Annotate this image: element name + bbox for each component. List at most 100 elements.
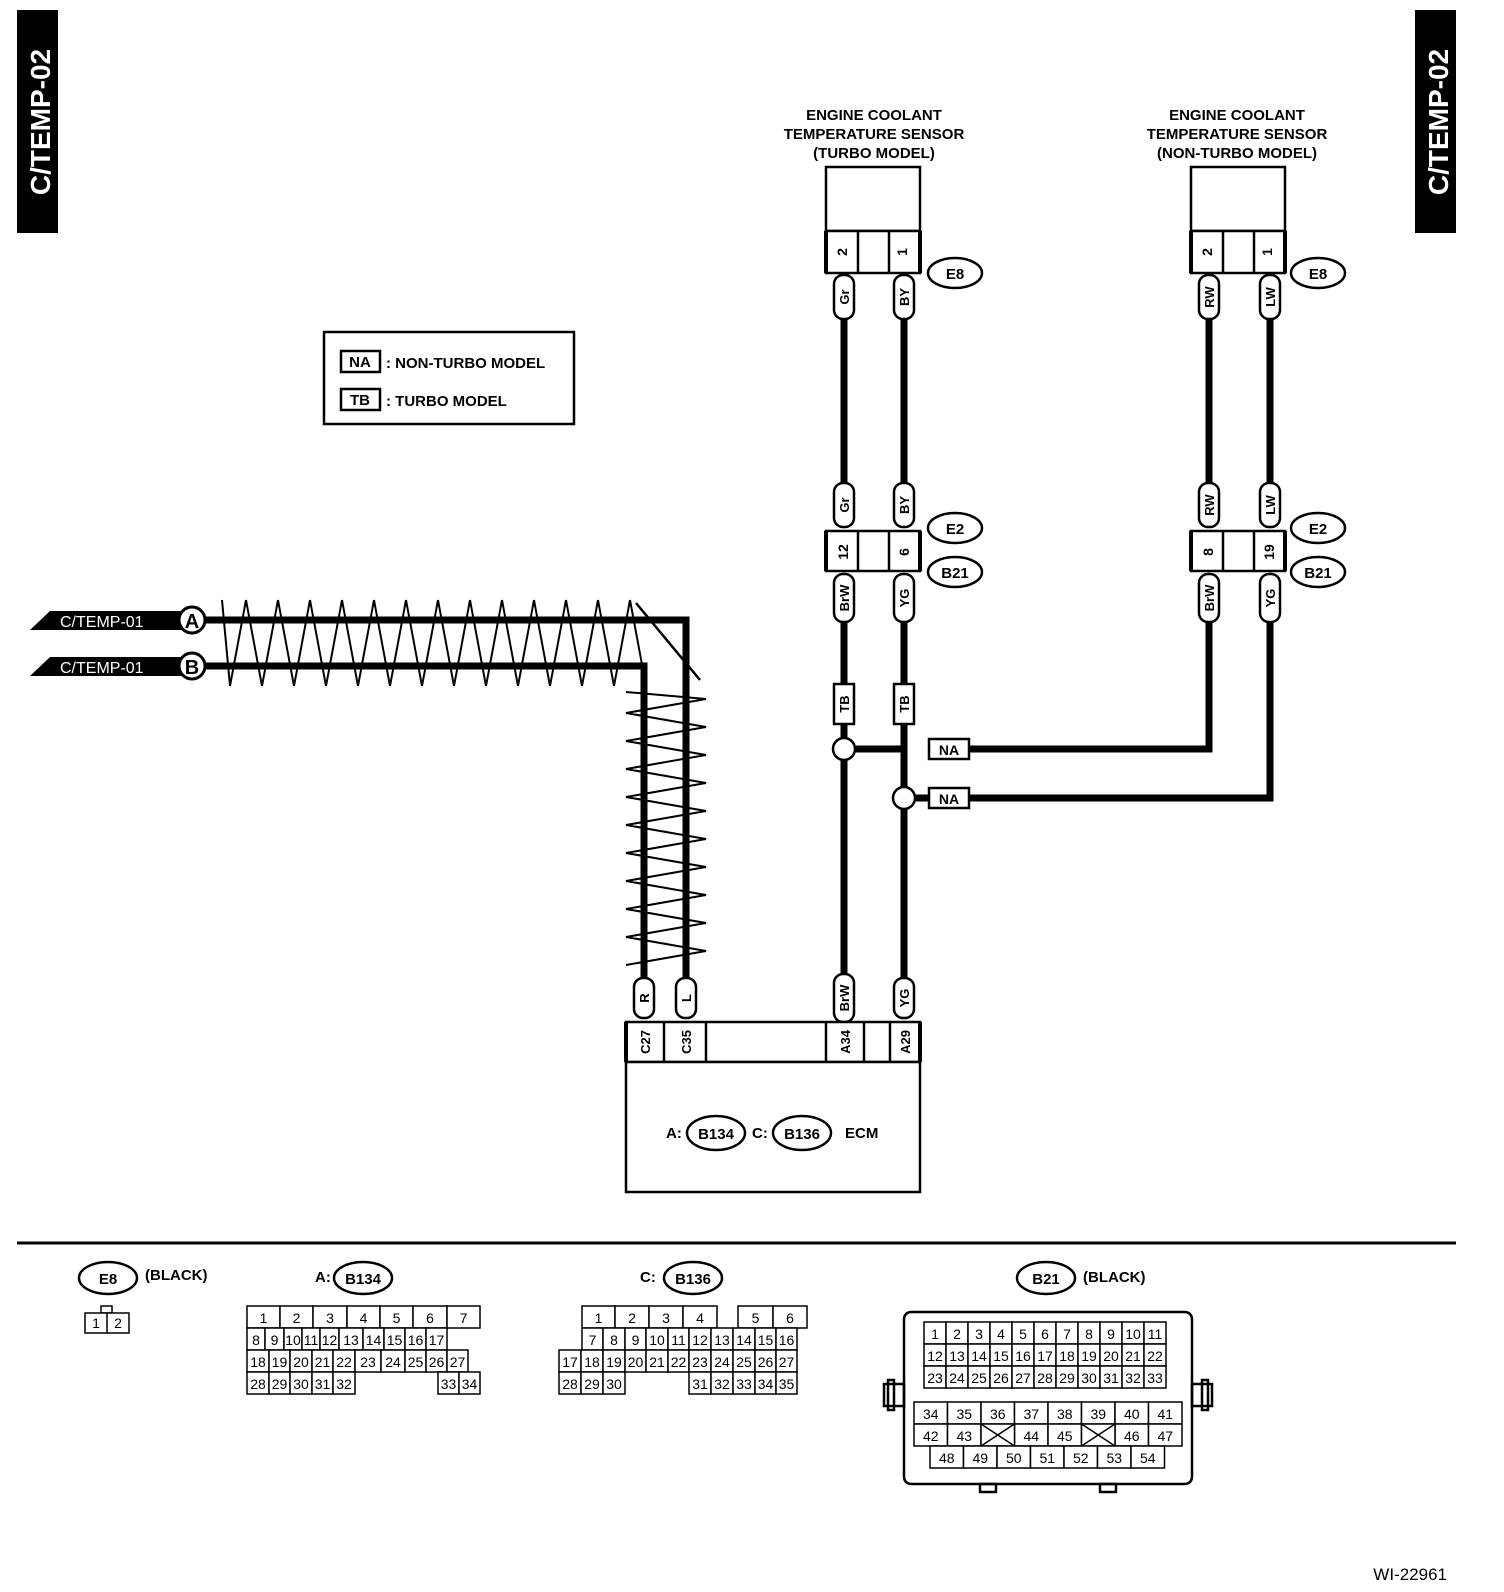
b21-pin-label: 29 (1059, 1370, 1075, 1386)
b134-pin-label: 24 (385, 1354, 401, 1370)
b134-pin-label: 11 (304, 1332, 319, 1348)
b134-pin-label: 15 (387, 1332, 403, 1348)
twist-line (221, 599, 647, 687)
side-tab-right-label: C/TEMP-02 (1423, 49, 1454, 195)
joint-nonturbo-upper: E2 (1309, 521, 1327, 538)
joint-turbo-pin: 12 (835, 544, 851, 560)
b134-view-id: B134 (345, 1271, 382, 1288)
b21-pin-label: 7 (1063, 1326, 1071, 1342)
b136-pin-label: 13 (714, 1332, 730, 1348)
offpage-a-letter: A (185, 611, 199, 633)
b136-pin-label: 22 (671, 1354, 687, 1370)
sensor-nonturbo-title-2: TEMPERATURE SENSOR (1147, 126, 1328, 143)
b134-pin-label: 23 (360, 1354, 376, 1370)
b21-pin-label: 48 (939, 1450, 955, 1466)
b134-pin-label: 17 (429, 1332, 445, 1348)
sensor-nonturbo: ENGINE COOLANT TEMPERATURE SENSOR (NON-T… (1147, 107, 1347, 290)
b136-pin-label: 31 (692, 1376, 708, 1392)
b21-pin-label: 52 (1073, 1450, 1089, 1466)
b21-pin-label: 43 (956, 1428, 972, 1444)
b136-pin-label: 8 (610, 1332, 618, 1348)
b136-pin-label: 28 (562, 1376, 578, 1392)
b134-pin-label: 12 (322, 1332, 338, 1348)
joint-turbo-upper: E2 (946, 521, 964, 538)
b134-pin-label: 29 (272, 1376, 288, 1392)
b134-pin-cell (332, 1371, 356, 1395)
b21-pin-label: 39 (1090, 1406, 1106, 1422)
wire-tag: YG (1263, 589, 1278, 608)
b21-pin-label: 5 (1019, 1326, 1027, 1342)
b134-pin-label: 33 (441, 1376, 457, 1392)
figure-id: WI-22961 (1373, 1565, 1447, 1584)
b136-pin-label: 33 (736, 1376, 752, 1392)
b21-pin-label: 25 (971, 1370, 987, 1386)
b21-pin-label: 1 (931, 1326, 939, 1342)
sensor-nonturbo-pin-1: 1 (1259, 248, 1275, 256)
ecm-pin: C27 (638, 1030, 653, 1054)
b136-pin-label: 15 (758, 1332, 774, 1348)
wire-tag: L (679, 994, 694, 1002)
b136-pin-label: 29 (584, 1376, 600, 1392)
b21-pin-label: 34 (923, 1406, 939, 1422)
wire-tag: BrW (837, 984, 852, 1011)
side-tab-left-label: C/TEMP-02 (25, 49, 56, 195)
b21-view-color: (BLACK) (1083, 1269, 1145, 1286)
b136-pin-label: 3 (662, 1310, 670, 1326)
b21-pin-label: 23 (927, 1370, 943, 1386)
side-tab-right: C/TEMP-02 (1415, 10, 1456, 233)
ecm-label-a: A: (666, 1125, 682, 1142)
b21-pin-label: 13 (949, 1348, 965, 1364)
b134-pin-label: 2 (293, 1310, 301, 1326)
b134-pin-label: 8 (252, 1332, 260, 1348)
tb-tag: TB (837, 695, 852, 712)
b134-pin-label: 22 (336, 1354, 352, 1370)
b21-pin-label: 42 (923, 1428, 939, 1444)
e8-view-pin: 1 (92, 1315, 100, 1331)
b21-pin-label: 37 (1023, 1406, 1039, 1422)
b21-pin-label: 24 (949, 1370, 965, 1386)
side-tab-left: C/TEMP-02 (17, 10, 58, 233)
wire-tag: YG (897, 589, 912, 608)
b21-pin-label: 32 (1125, 1370, 1141, 1386)
legend-tb-text: : TURBO MODEL (386, 393, 507, 410)
b136-pin-label: 27 (779, 1354, 795, 1370)
b21-pin-label: 21 (1125, 1348, 1141, 1364)
e8-view-id: E8 (99, 1271, 117, 1288)
b21-blank-mark (980, 1423, 1015, 1447)
joint-turbo-pin: 6 (896, 548, 912, 556)
twist-line (625, 691, 707, 966)
b134-pin-label: 19 (272, 1354, 288, 1370)
sensor-turbo-pin-1: 1 (894, 248, 910, 256)
ecm-pin: A29 (898, 1030, 913, 1054)
b136-pin-label: 16 (779, 1332, 795, 1348)
b136-pin-label: 21 (649, 1354, 665, 1370)
b136-pin-label: 25 (736, 1354, 752, 1370)
b21-pin-label: 33 (1147, 1370, 1163, 1386)
splice-point (831, 736, 857, 762)
b136-pin-label: 32 (714, 1376, 730, 1392)
model-tags: TB TB NA NA (831, 682, 971, 811)
offpage-a-ref: C/TEMP-01 (60, 614, 144, 631)
b134-pin-label: 10 (285, 1332, 301, 1348)
joint-nonturbo: RW LW 8 19 BrW YG E2 B21 (1189, 481, 1347, 624)
b136-pin-label: 17 (562, 1354, 578, 1370)
b21-pin-cell (1130, 1445, 1166, 1469)
wire-tag: RW (1202, 494, 1217, 516)
b136-pin-label: 30 (606, 1376, 622, 1392)
b21-pin-label: 45 (1057, 1428, 1073, 1444)
b134-pin-label: 6 (426, 1310, 434, 1326)
b21-pin-label: 4 (997, 1326, 1005, 1342)
ecm-name: ECM (845, 1125, 878, 1142)
b21-pin-label: 8 (1085, 1326, 1093, 1342)
b21-pin-label: 49 (972, 1450, 988, 1466)
b136-pin-label: 20 (628, 1354, 644, 1370)
b134-pin-label: 20 (293, 1354, 309, 1370)
wire-tag: BrW (1202, 584, 1217, 611)
wire-tag: Gr (837, 497, 852, 512)
na-tag: NA (939, 742, 959, 758)
b134-pin-label: 14 (366, 1332, 382, 1348)
